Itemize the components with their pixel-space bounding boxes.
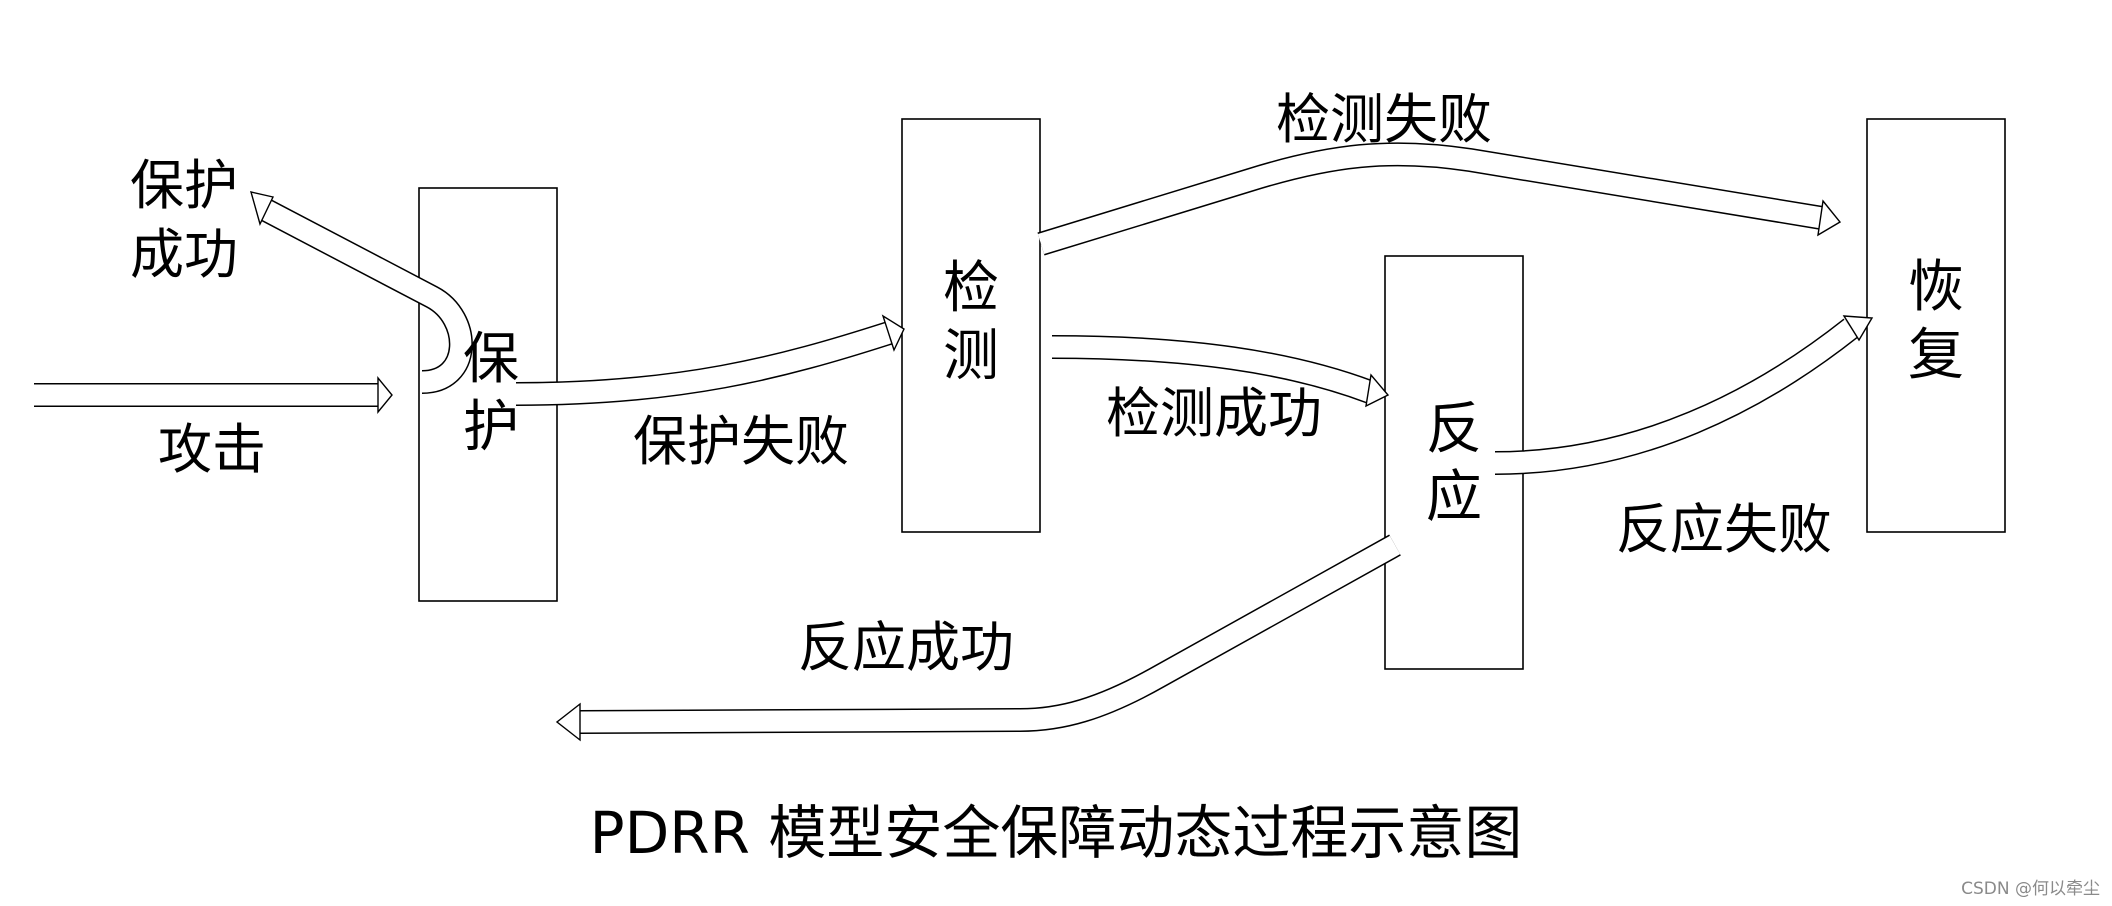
respond-success-label: 反应成功	[798, 616, 1014, 679]
attack-label: 攻击	[158, 418, 266, 481]
attack-arrow	[34, 376, 393, 414]
protect-success-label-line2: 成功	[130, 223, 238, 286]
detect-box-label-1: 检	[943, 256, 999, 321]
protect-success-label-line1: 保护	[130, 154, 238, 217]
protect-fail-label: 保护失败	[633, 410, 849, 473]
detect-box	[901, 118, 1041, 533]
detect-fail-label: 检测失败	[1276, 88, 1492, 151]
respond-success-arrow	[555, 534, 1401, 742]
protect-fail-arrow	[515, 314, 905, 406]
watermark: CSDN @何以牵尘	[1961, 879, 2100, 899]
respond-fail-label: 反应失败	[1616, 498, 1832, 561]
protect-success-arrow	[250, 191, 473, 394]
respond-fail-arrow	[1494, 315, 1874, 475]
diagram-caption: PDRR 模型安全保障动态过程示意图	[590, 799, 1523, 867]
respond-box-label-1: 反	[1426, 397, 1482, 462]
protect-box-label-2: 护	[463, 395, 519, 460]
protect-box-label-1: 保	[463, 327, 519, 392]
detect-box-label-2: 测	[943, 324, 999, 389]
respond-box-label-2: 应	[1426, 465, 1482, 530]
detect-success-arrow	[1051, 335, 1390, 408]
recover-box-label-1: 恢	[1908, 255, 1964, 320]
recover-box	[1866, 118, 2006, 533]
detect-fail-arrow	[1037, 142, 1842, 256]
detect-success-label: 检测成功	[1106, 382, 1322, 445]
recover-box-label-2: 复	[1908, 323, 1964, 388]
